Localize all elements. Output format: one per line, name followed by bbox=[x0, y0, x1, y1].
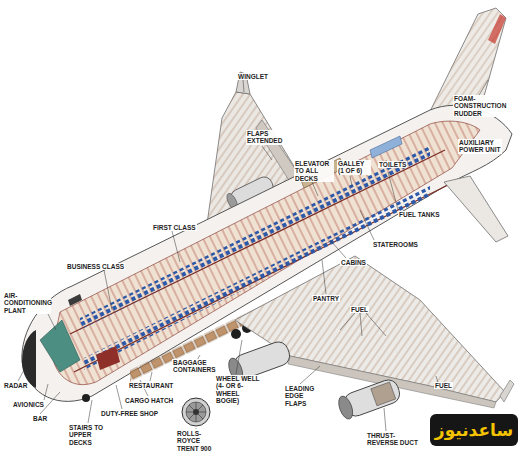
part-label: BAR bbox=[32, 415, 48, 422]
part-label: ELEVATOR TO ALL DECKS bbox=[294, 160, 334, 182]
part-label: FOAM-CONSTRUCTION RUDDER bbox=[453, 95, 501, 117]
fuselage bbox=[22, 105, 512, 401]
part-label: FUEL bbox=[434, 382, 453, 389]
part-label: RADAR bbox=[3, 382, 28, 389]
part-label: THRUST-REVERSE DUCT bbox=[366, 432, 426, 447]
part-label: AUXILIARY POWER UNIT bbox=[458, 139, 502, 154]
part-label: FUEL bbox=[350, 306, 369, 313]
rolls-royce-engine bbox=[182, 398, 210, 426]
part-label: STAIRS TO UPPER DECKS bbox=[68, 424, 110, 446]
part-label: STATEROOMS bbox=[372, 241, 419, 248]
part-label: RESTAURANT bbox=[128, 382, 174, 389]
part-label: PANTRY bbox=[312, 295, 340, 302]
part-label: BUSINESS CLASS bbox=[66, 263, 125, 270]
part-label: GALLEY (1 OF 6) bbox=[337, 160, 371, 175]
part-label: LEADING EDGE FLAPS bbox=[284, 385, 324, 407]
part-label: CABINS bbox=[340, 259, 367, 266]
part-label: FIRST CLASS bbox=[152, 224, 197, 231]
part-label: AIR-CONDITIONING PLANT bbox=[3, 292, 51, 314]
stabilizer bbox=[444, 176, 508, 242]
outboard-engine bbox=[336, 377, 402, 421]
part-label: FLAPS EXTENDED bbox=[246, 130, 284, 145]
part-label: WHEEL WELL (4- OR 6- WHEEL BOGIE) bbox=[215, 375, 261, 405]
part-label: AVIONICS bbox=[12, 401, 45, 408]
part-label: WINGLET bbox=[237, 73, 269, 80]
leader-lines bbox=[18, 80, 500, 431]
part-label: BAGGAGE CONTAINERS bbox=[172, 359, 214, 374]
part-label: DUTY-FREE SHOP bbox=[100, 410, 159, 417]
part-label: FUEL TANKS bbox=[398, 211, 441, 218]
part-label: TOILETS bbox=[378, 161, 407, 168]
watermark: ساعدنیوز bbox=[430, 414, 518, 446]
part-label: ROLLS-ROYCE TRENT 900 bbox=[176, 430, 224, 452]
part-label: CARGO HATCH bbox=[124, 397, 174, 404]
